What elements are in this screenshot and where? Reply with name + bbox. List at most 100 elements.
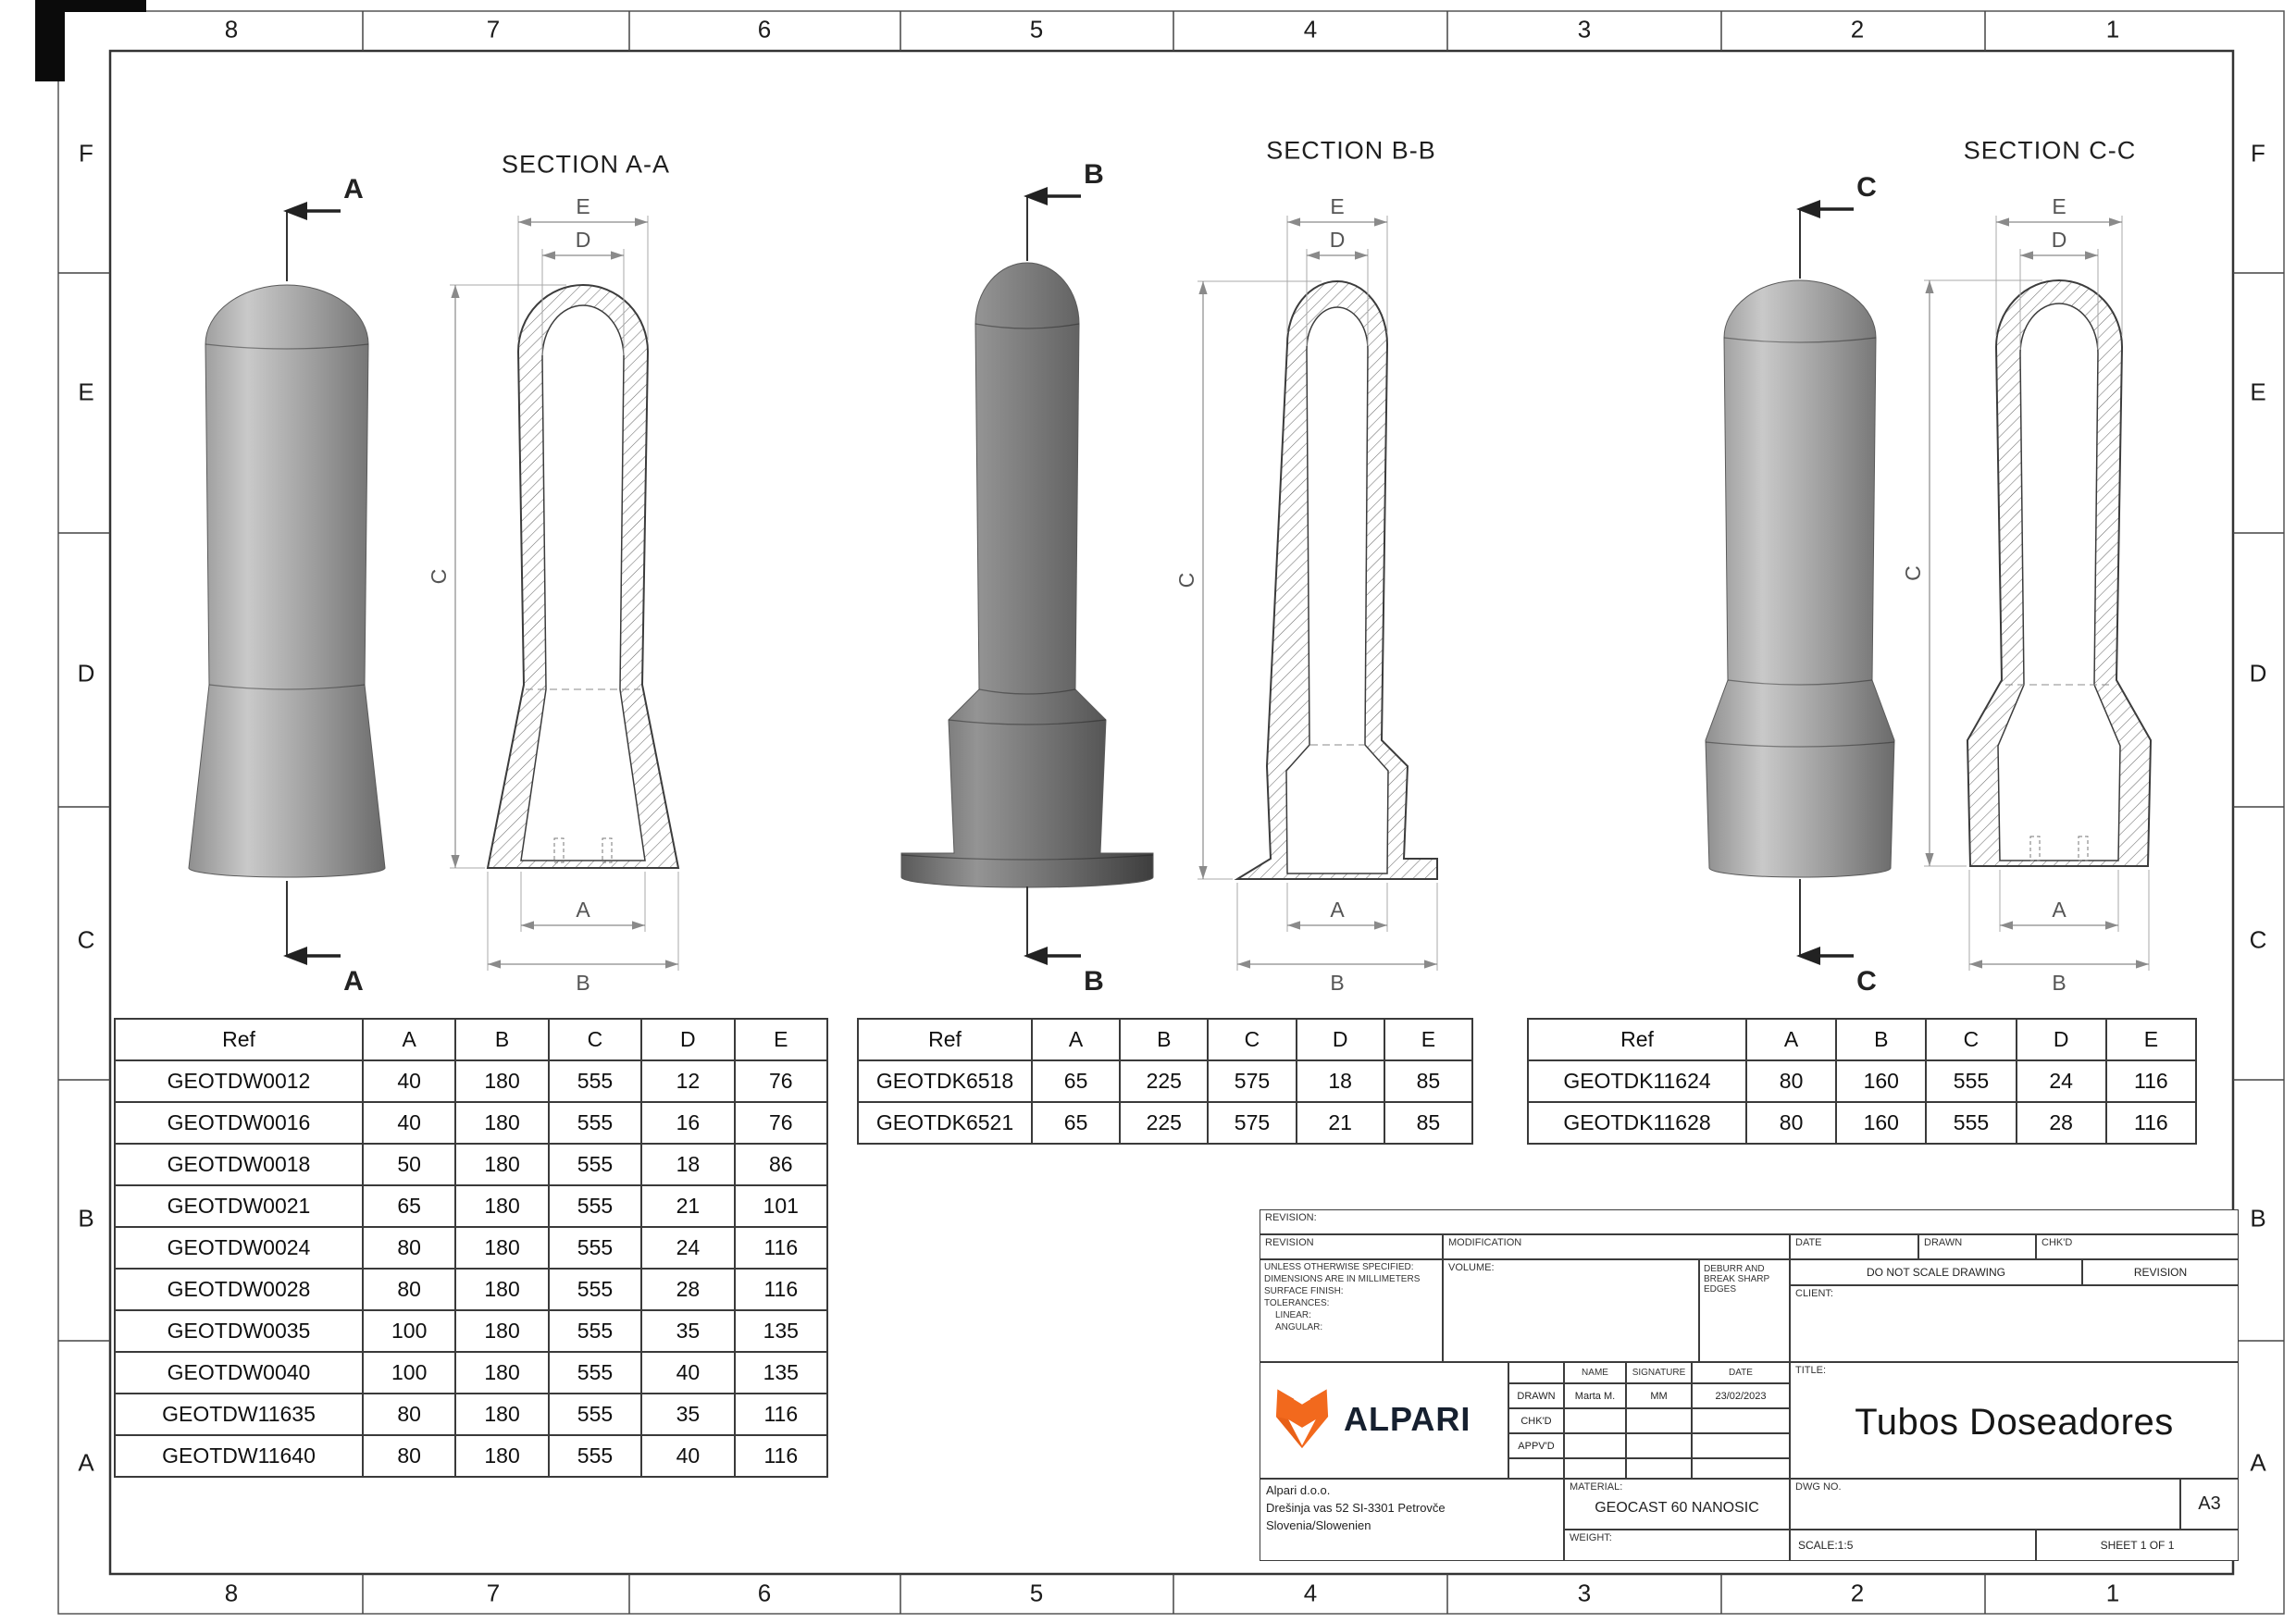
column-header: D: [2015, 1018, 2107, 1061]
dim-arrow: [1925, 280, 1934, 293]
hidden-feature-line: [2029, 836, 2041, 861]
grid-ref-label: 3: [1577, 1579, 1592, 1607]
revision-cell: REVISION: [2082, 1259, 2239, 1285]
spec-line: DIMENSIONS ARE IN MILLIMETERS: [1264, 1274, 1421, 1284]
dim-value-cell: 555: [1925, 1101, 2017, 1145]
section-hatch: [1967, 280, 2151, 866]
dim-value-cell: 555: [547, 1434, 643, 1478]
dim-value-cell: 80: [361, 1268, 457, 1311]
section-inner-outline: [1997, 303, 2121, 861]
dim-value-cell: 555: [547, 1101, 643, 1145]
sign-col-label: DATE: [1729, 1368, 1753, 1378]
tube-joint-line: [208, 684, 366, 690]
dim-arrow: [2105, 921, 2118, 930]
rev-col-label: DATE: [1795, 1237, 1822, 1248]
dim-label: A: [576, 898, 590, 922]
chkd-date-cell: [1692, 1408, 1790, 1433]
dim-value-cell: 16: [640, 1101, 736, 1145]
client-label: CLIENT:: [1795, 1288, 1833, 1299]
dim-value-cell: 116: [2104, 1101, 2198, 1145]
dim-arrow: [2000, 921, 2013, 930]
column-header: A: [1030, 1018, 1122, 1061]
tube-joint-line: [900, 854, 1154, 861]
do-not-scale-cell: DO NOT SCALE DRAWING: [1790, 1259, 2082, 1285]
appvd-signature-cell: [1626, 1433, 1692, 1458]
dim-label: A: [2052, 898, 2066, 922]
weight-cell: WEIGHT:: [1564, 1530, 1790, 1561]
dim-value-cell: 575: [1207, 1101, 1297, 1145]
title-block: REVISION: REVISION MODIFICATION DATE DRA…: [1260, 1209, 2239, 1561]
dim-value-cell: 21: [640, 1184, 736, 1228]
dim-arrow: [611, 251, 624, 260]
ref-cell: GEOTDK11628: [1527, 1101, 1747, 1145]
dim-value-cell: 50: [361, 1143, 457, 1186]
rev-col-chkd-cell: CHK'D: [2036, 1234, 2239, 1259]
address-line: Alpari d.o.o.: [1266, 1483, 1331, 1497]
dim-value-cell: 180: [454, 1393, 550, 1436]
dim-value-cell: 18: [640, 1143, 736, 1186]
tube-joint-line: [978, 688, 1076, 695]
drawn-date-cell: 23/02/2023: [1692, 1383, 1790, 1408]
hidden-feature-line: [553, 837, 565, 863]
dim-label: E: [576, 194, 590, 218]
dim-arrow: [1925, 853, 1934, 866]
rev-col-label: CHK'D: [2042, 1237, 2073, 1248]
section-hatch: [488, 285, 678, 868]
dim-arrow: [1198, 281, 1208, 294]
dim-arrow: [1307, 251, 1320, 260]
dim-value-cell: 555: [547, 1184, 643, 1228]
revision-label: REVISION: [2133, 1266, 2188, 1279]
dim-value-cell: 80: [361, 1434, 457, 1478]
rev-col-label: MODIFICATION: [1448, 1237, 1522, 1248]
dim-value-cell: 100: [361, 1351, 457, 1394]
dim-label: C: [1901, 565, 1925, 581]
dim-label: D: [2052, 228, 2067, 252]
dim-value-cell: 24: [2015, 1059, 2107, 1103]
section-a-title: SECTION A-A: [501, 150, 671, 179]
grid-ref-label: F: [79, 139, 93, 167]
dim-value-cell: 160: [1835, 1101, 1928, 1145]
tube-joint-line: [948, 719, 1107, 725]
dim-value-cell: 65: [361, 1184, 457, 1228]
cut-arrow-head: [1796, 200, 1820, 218]
appvd-label-cell: APPV'D: [1508, 1433, 1564, 1458]
dim-label: E: [2052, 194, 2066, 218]
dim-value-cell: 135: [733, 1309, 829, 1353]
sign-col-label: NAME: [1582, 1368, 1608, 1378]
spec-line: SURFACE FINISH:: [1264, 1286, 1344, 1296]
rev-col-label: DRAWN: [1924, 1237, 1963, 1248]
sign-col-label: SIGNATURE: [1632, 1368, 1686, 1378]
address-line: Slovenia/Slowenien: [1266, 1518, 1371, 1532]
dim-value-cell: 116: [2104, 1059, 2198, 1103]
hidden-feature-line: [602, 837, 613, 863]
dim-arrow: [1198, 866, 1208, 879]
grid-ref-label: 6: [757, 1579, 772, 1607]
dim-arrow: [1996, 217, 2009, 227]
column-header: E: [1383, 1018, 1474, 1061]
grid-ref-label: A: [2250, 1448, 2266, 1477]
paper-size: A3: [2198, 1493, 2221, 1514]
section-inner-outline: [1285, 306, 1389, 874]
dim-label: C: [427, 569, 451, 585]
dim-arrow: [451, 285, 460, 298]
hidden-feature-line: [2078, 836, 2089, 861]
dim-arrow: [521, 921, 534, 930]
dim-value-cell: 116: [733, 1434, 829, 1478]
dim-value-cell: 28: [640, 1268, 736, 1311]
client-cell: CLIENT:: [1790, 1285, 2239, 1362]
outer-border: [57, 10, 2285, 1615]
grid-ref-label: D: [77, 659, 95, 688]
ref-cell: GEOTDW0021: [114, 1184, 364, 1228]
dim-value-cell: 18: [1295, 1059, 1385, 1103]
drawn-name: Marta M.: [1574, 1390, 1616, 1402]
rev-col-revision-cell: REVISION: [1260, 1234, 1443, 1259]
ref-cell: GEOTDK6518: [857, 1059, 1033, 1103]
do-not-scale-note: DO NOT SCALE DRAWING: [1866, 1266, 2006, 1279]
tube-joint-line: [1705, 741, 1895, 748]
drawn-name-cell: Marta M.: [1564, 1383, 1626, 1408]
grid-ref-label: E: [78, 378, 94, 406]
